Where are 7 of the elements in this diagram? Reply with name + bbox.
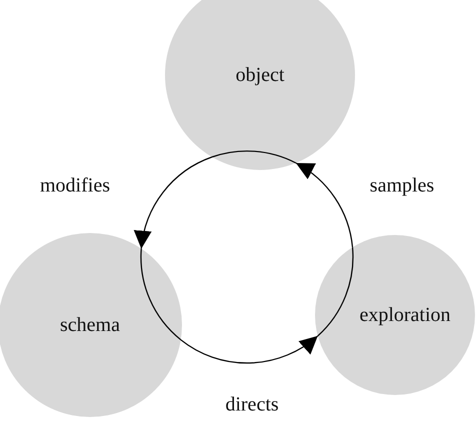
node-label: schema <box>60 314 120 336</box>
edge-label: samples <box>368 174 436 198</box>
arrow <box>134 156 212 249</box>
node-label: object <box>236 64 284 86</box>
arrow <box>180 335 318 364</box>
node-label: exploration <box>359 304 451 326</box>
arrow <box>296 162 354 248</box>
